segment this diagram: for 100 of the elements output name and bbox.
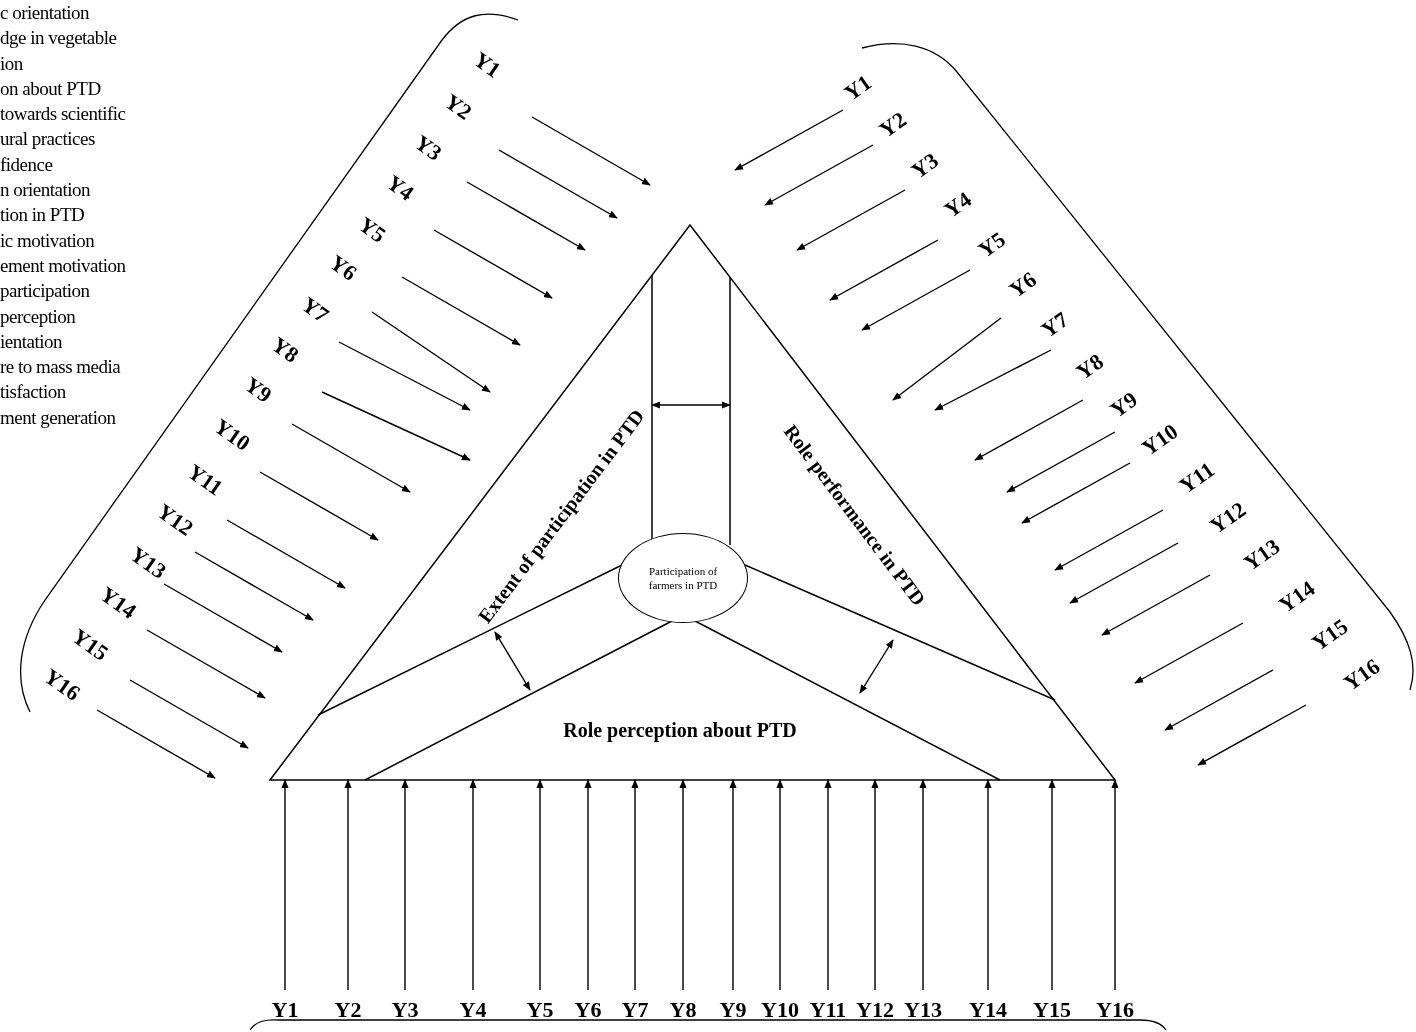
circle-node: Participation of farmers in PTD [618,533,748,623]
variable-label: Y8 [1072,349,1108,385]
arrow [466,181,586,251]
arrow [281,779,289,991]
variable-label: Y10 [209,414,255,456]
arrow [259,471,379,541]
arrow [96,709,216,779]
arrow [871,779,879,991]
variable-name-text: towards scientific [0,102,126,127]
variable-name-text: re to mass media [0,355,122,380]
arrow [226,519,346,589]
variable-label: Y3 [907,148,943,184]
arrow [776,779,784,991]
arrow [129,679,249,749]
variable-label: Y1 [271,998,299,1022]
arrow [469,779,477,991]
arrow [401,276,521,346]
variable-name-text: tion in PTD [0,203,86,228]
arrow [934,349,1052,411]
arrow [734,109,844,171]
variable-label: Y4 [382,170,418,206]
arrow [1021,462,1131,524]
variable-label: Y15 [1033,998,1071,1022]
arrow [729,779,737,991]
variable-label: Y8 [267,332,303,368]
arrow [974,399,1084,461]
variable-label: Y7 [621,998,649,1022]
arrow [584,779,592,991]
variable-name-text: dge in vegetable [0,26,118,51]
variable-label: Y7 [1037,307,1073,343]
variable-label: Y5 [526,998,554,1022]
arrow [859,639,894,694]
variable-label: Y12 [856,998,894,1022]
arrow [338,341,471,411]
variable-label: Y16 [39,664,85,706]
variable-label: Y7 [297,292,333,328]
variable-label: Y4 [940,187,976,223]
arrow [631,779,639,991]
arrow [344,779,352,991]
variable-label: Y13 [125,542,171,584]
arrow [892,317,1002,401]
variable-label: Y14 [95,582,141,624]
arrow [1006,431,1116,493]
arrow [1054,509,1164,571]
arrow [679,779,687,991]
arrow [1134,622,1244,684]
arrow [984,779,992,991]
variable-name-text: ural practices [0,127,96,152]
variable-label: Y16 [1339,654,1385,696]
arrow [291,423,411,493]
variable-name-text: tisfaction [0,380,67,405]
region-label: Role perception about PTD [563,719,797,741]
variable-name-text: ion [0,51,24,76]
arrow [1048,779,1056,991]
variable-label: Y5 [354,212,390,248]
arrow [1111,779,1119,991]
variable-label: Y3 [410,130,446,166]
variable-name-text: on about PTD [0,76,102,101]
variable-name-text: c orientation [0,1,90,25]
variable-label: Y13 [904,998,942,1022]
arrow [1164,669,1274,731]
arrow [498,149,618,219]
arrow [1197,704,1307,766]
arrow [824,779,832,991]
variable-label: Y5 [974,227,1010,263]
variable-name-text: ement motivation [0,253,126,278]
arrow [1101,574,1211,636]
variable-label: Y1 [840,70,876,106]
variable-label: Y11 [183,459,227,501]
arrow [194,551,314,621]
variable-label: Y6 [1005,267,1041,303]
variable-label: Y9 [240,372,276,408]
variable-label: Y9 [719,998,747,1022]
arrow [829,239,939,301]
variable-label: Y12 [152,499,198,541]
arrow [321,391,471,461]
variable-label: Y2 [334,998,362,1022]
variable-label: Y16 [1096,998,1134,1022]
variable-label: Y2 [875,107,911,143]
arrow [861,269,971,331]
variable-label: Y3 [391,998,419,1022]
variable-label: Y6 [574,998,602,1022]
variable-label: Y10 [761,998,799,1022]
variable-label: Y6 [325,250,361,286]
arrow [401,779,409,991]
arrow [919,779,927,991]
variable-label: Y1 [469,47,505,83]
variable-name-text: ment generation [0,405,117,430]
arrow [651,401,731,409]
variable-label: Y4 [459,998,487,1022]
variable-label: Y8 [669,998,697,1022]
arrow [531,116,651,186]
variable-label: Y15 [67,624,113,666]
variable-label: Y11 [809,998,847,1022]
variable-name-text: participation [0,279,91,304]
variable-label: Y2 [440,89,476,125]
arrow [764,144,874,206]
variable-label: Y14 [969,998,1007,1022]
arrow [1069,542,1179,604]
arrow [536,779,544,991]
